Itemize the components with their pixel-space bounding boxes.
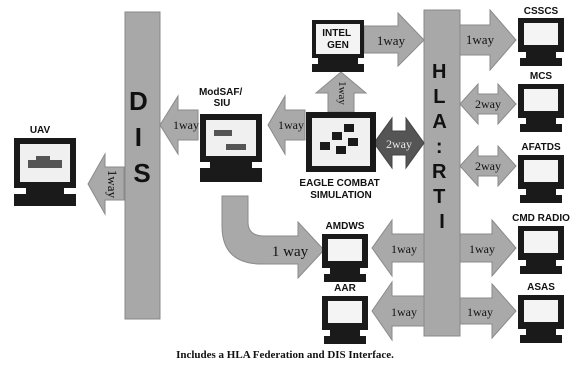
node-mcs: MCS — [518, 71, 564, 132]
asas-label: ASAS — [527, 282, 555, 293]
node-eagle-combat-simulation: EAGLE COMBAT SIMULATION — [299, 112, 382, 201]
terrain-map-icon — [320, 124, 358, 154]
hla-rti-bar-label: H L A : R T I — [432, 61, 452, 233]
cmd-radio-label: CMD RADIO — [512, 213, 570, 224]
arrow-label: 1way — [391, 242, 417, 256]
node-modsaf-siu: ModSAF/ SIU — [199, 87, 262, 182]
uav-label: UAV — [30, 125, 51, 136]
arrow-modsaf-to-dis: 1way — [159, 94, 199, 156]
node-amdws: AMDWS — [322, 221, 368, 282]
diagram-caption: Includes a HLA Federation and DIS Interf… — [176, 349, 394, 361]
eagle-label: EAGLE COMBAT SIMULATION — [299, 178, 382, 201]
dis-bar: D I S — [124, 11, 161, 320]
arrow-label: 2way — [475, 159, 501, 173]
node-cmd-radio: CMD RADIO — [512, 213, 570, 274]
arrow-label: 1way — [105, 170, 120, 199]
node-asas: ASAS — [518, 282, 564, 343]
arrow-intel-to-hla: 1way — [363, 11, 425, 68]
mcs-label: MCS — [530, 71, 553, 82]
computer-icon — [518, 18, 564, 66]
node-csscs: CSSCS — [518, 6, 564, 66]
computer-icon — [322, 296, 368, 344]
computer-icon — [518, 295, 564, 343]
arrow-dis-to-uav: 1way — [87, 152, 125, 216]
arrow-eagle-hla: 2way — [373, 116, 425, 170]
arrow-hla-to-amdws: 1way — [371, 218, 425, 278]
aar-label: AAR — [334, 283, 356, 294]
arrow-label: 1way — [467, 305, 493, 319]
arrow-hla-to-asas: 1way — [459, 282, 517, 340]
arrow-label: 1way — [173, 118, 199, 132]
computer-icon — [518, 226, 564, 274]
arrow-label: 1way — [336, 81, 348, 105]
arrow-label: 1way — [377, 33, 406, 48]
arrow-eagle-to-modsaf: 1way — [267, 94, 306, 156]
node-aar: AAR — [322, 283, 368, 344]
node-uav: UAV — [14, 125, 76, 206]
arrow-eagle-to-intel: 1way — [314, 71, 368, 113]
hla-rti-bar: H L A : R T I — [423, 9, 461, 337]
csscs-label: CSSCS — [524, 6, 559, 17]
computer-icon — [14, 138, 76, 206]
dis-bar-label: D I S — [129, 86, 155, 188]
computer-icon — [518, 84, 564, 132]
arrow-hla-to-aar: 1way — [371, 280, 425, 342]
arrow-label: 1way — [278, 118, 304, 132]
arrow-label: 2way — [475, 97, 501, 111]
arrow-hla-to-csscs: 1way — [459, 8, 517, 72]
arrow-label: 1 way — [272, 244, 309, 260]
arrow-label: 1way — [391, 305, 417, 319]
afatds-label: AFATDS — [521, 142, 561, 153]
amdws-label: AMDWS — [326, 221, 365, 232]
modsaf-label: ModSAF/ SIU — [199, 87, 245, 109]
node-afatds: AFATDS — [518, 142, 564, 203]
arrow-label: 2way — [386, 137, 412, 151]
arrow-label: 1way — [466, 32, 495, 47]
arrow-hla-afatds: 2way — [459, 144, 517, 188]
computer-icon — [200, 114, 262, 182]
arrow-hla-mcs: 2way — [459, 82, 517, 126]
node-intel-gen: INTEL GEN — [312, 20, 364, 72]
computer-icon — [322, 234, 368, 282]
arrow-modsaf-to-amdws: 1 way — [221, 195, 325, 280]
intel-gen-label: INTEL GEN — [322, 28, 354, 51]
computer-icon — [518, 155, 564, 203]
arrow-label: 1way — [469, 242, 495, 256]
arrow-hla-to-cmd-radio: 1way — [459, 218, 517, 278]
